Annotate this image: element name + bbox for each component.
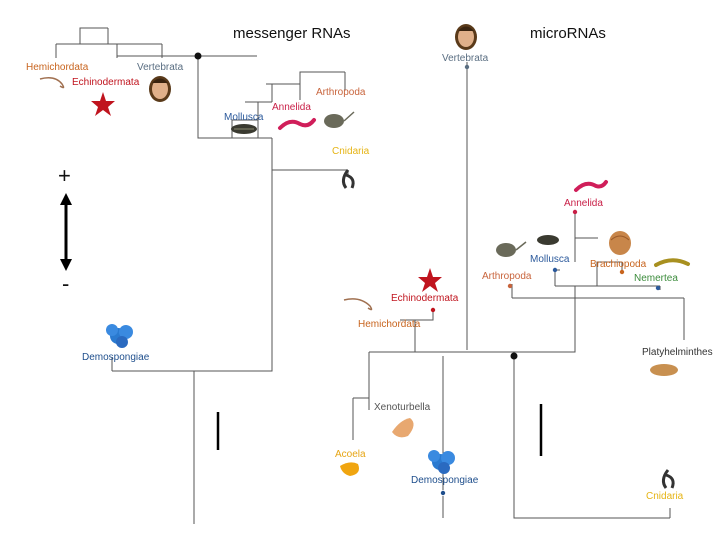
acorn-worm-icon-right — [343, 298, 373, 311]
chiton-icon-right — [537, 235, 559, 245]
mirna-label-annelida: Annelida — [564, 198, 603, 209]
mirna-root-node — [510, 352, 518, 360]
vertebrata-portrait-icon-right — [455, 24, 477, 50]
cnidarian-icon-right — [661, 469, 675, 489]
header-mrna: messenger RNAs — [233, 25, 351, 42]
mrna-label-cnidaria: Cnidaria — [332, 146, 370, 157]
mirna-label-mollusca: Mollusca — [530, 254, 570, 265]
acoel-icon — [340, 462, 359, 476]
mirna-tree — [352, 62, 685, 519]
plus-sign: + — [58, 163, 71, 188]
mrna-root-node — [194, 52, 202, 60]
flatworm-icon — [650, 364, 678, 376]
mirna-label-demospongiae: Demospongiae — [411, 475, 479, 486]
minus-sign: - — [62, 271, 69, 296]
mrna-label-hemichordata: Hemichordata — [26, 62, 89, 73]
arthropod-icon — [324, 111, 355, 128]
vertebrata-portrait-icon — [149, 76, 171, 102]
mirna-label-hemichordata: Hemichordata — [358, 319, 421, 330]
arthropod-icon-right — [496, 241, 527, 257]
mirna-label-cnidaria: Cnidaria — [646, 491, 684, 502]
acorn-worm-icon — [39, 77, 65, 89]
header-mirna: microRNAs — [530, 25, 606, 42]
starfish-icon-right — [418, 268, 442, 292]
mirna-label-xenoturbella: Xenoturbella — [374, 402, 431, 413]
mrna-label-arthropoda: Arthropoda — [316, 87, 366, 98]
chiton-icon — [231, 124, 257, 134]
mirna-label-platyhelminthes: Platyhelminthes — [642, 347, 713, 358]
mirna-label-nemertea: Nemertea — [634, 273, 678, 284]
annelid-worm-icon — [278, 118, 316, 130]
mirna-label-brachiopoda: Brachiopoda — [590, 259, 647, 270]
sponge-icon-right — [428, 450, 455, 474]
annelid-worm-icon-right — [574, 180, 608, 192]
mirna-label-echinodermata: Echinodermata — [391, 293, 459, 304]
mrna-label-demospongiae: Demospongiae — [82, 352, 150, 363]
mirna-label-arthropoda: Arthropoda — [482, 271, 532, 282]
brachiopod-icon — [609, 231, 631, 255]
mrna-label-annelida: Annelida — [272, 102, 311, 113]
mrna-label-mollusca: Mollusca — [224, 112, 264, 123]
mirna-node-dots — [430, 64, 661, 496]
xenoturbella-icon — [392, 418, 414, 438]
mrna-label-vertebrata: Vertebrata — [137, 62, 184, 73]
confidence-arrow: + - — [58, 163, 72, 296]
sponge-icon — [106, 324, 133, 348]
cnidarian-icon — [341, 169, 355, 189]
mirna-label-vertebrata: Vertebrata — [442, 53, 489, 64]
starfish-icon — [91, 92, 115, 116]
nemertean-icon — [654, 258, 690, 267]
mrna-label-echinodermata: Echinodermata — [72, 77, 140, 88]
mirna-label-acoela: Acoela — [335, 449, 366, 460]
